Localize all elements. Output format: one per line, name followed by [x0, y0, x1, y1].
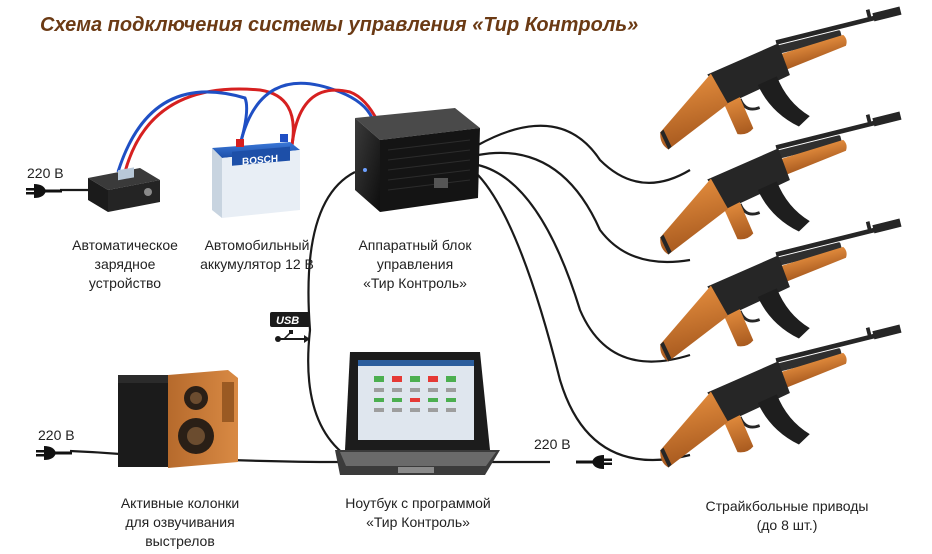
car-battery: BOSCH [212, 134, 300, 218]
cable-speaker-power [69, 449, 121, 456]
wire-blue-charger [116, 90, 249, 173]
caption-control-unit: Аппаратный блок управления «Тир Контроль… [358, 237, 472, 291]
cables [59, 124, 691, 464]
cable-gun-1 [477, 124, 691, 184]
speaker-right [168, 370, 238, 468]
diagram-title: Схема подключения системы управления «Ти… [40, 14, 639, 36]
cable-gun-4 [477, 174, 691, 462]
wire-red-charger [123, 87, 295, 173]
wire-blue-unit [238, 81, 374, 146]
control-unit-box [355, 108, 480, 212]
cable-usb [307, 171, 356, 456]
cable-gun-2 [477, 151, 691, 264]
caption-guns: Страйкбольные приводы (до 8 шт.) [705, 498, 869, 533]
power-plug-icon [26, 184, 62, 198]
voltage-label-charger: 220 В [27, 165, 64, 181]
battery-brand: BOSCH [242, 154, 278, 168]
caption-battery: Автомобильный аккумулятор 12 В [200, 237, 314, 272]
usb-icon: USB [270, 312, 310, 343]
laptop-screen-grid [374, 376, 456, 412]
cable-speaker-laptop [229, 458, 341, 464]
wires [116, 81, 380, 173]
caption-speakers: Активные колонки для озвучивания выстрел… [120, 495, 240, 549]
caption-laptop: Ноутбук с программой «Тир Контроль» [345, 495, 491, 530]
power-plug-icon [36, 446, 72, 460]
caption-charger: Автоматическое зарядное устройство [72, 237, 178, 291]
voltage-label-speakers: 220 В [38, 427, 75, 443]
wire-red-unit [290, 88, 380, 146]
power-plug-icon [576, 455, 612, 469]
charger-device [88, 167, 160, 212]
usb-logo-text: USB [276, 315, 299, 327]
speaker-left [118, 375, 168, 467]
cable-gun-3 [477, 163, 691, 363]
voltage-label-laptop: 220 В [534, 436, 571, 452]
laptop [335, 352, 500, 475]
airsoft-gun-1 [640, 0, 924, 162]
